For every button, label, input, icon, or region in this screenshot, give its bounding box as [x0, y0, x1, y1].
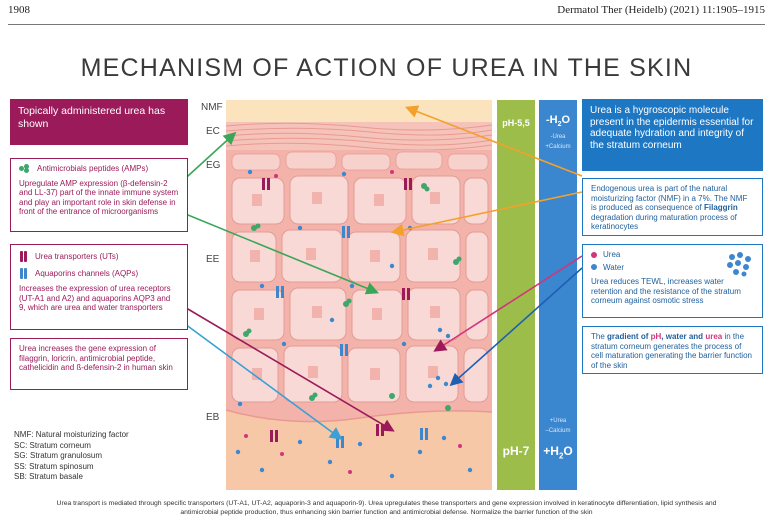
- amp-label: Antimicrobials peptides (AMPs): [37, 164, 149, 173]
- layer-label-nmf: NMF: [201, 102, 223, 113]
- arrow-nmf-top: [405, 105, 583, 177]
- aqp-label: Aquaporins channels (AQPs): [35, 268, 139, 278]
- tewl-description: Urea reduces TEWL, increases water reten…: [591, 277, 741, 306]
- layer-label-ec: EC: [206, 126, 220, 137]
- ut-description: Increases the expression of urea recepto…: [19, 284, 171, 313]
- page-number: 1908: [8, 4, 30, 16]
- transporters-box: Urea transporters (UTs) Aquaporins chann…: [10, 244, 188, 330]
- layer-label-ee: EE: [206, 254, 220, 265]
- figure-caption: Urea transport is mediated through speci…: [56, 500, 717, 516]
- water-gradient-band: [539, 100, 577, 490]
- nmf-box: Endogenous urea is part of the natural m…: [582, 178, 763, 236]
- ph-gradient-band: [497, 100, 535, 490]
- ph-term: pH: [650, 332, 662, 341]
- gene-expression-box: Urea increases the gene expression of fi…: [10, 338, 188, 390]
- header-rule: [8, 24, 765, 25]
- arrow-aqp: [165, 309, 343, 440]
- aquaporin-channel-icon: [19, 267, 29, 280]
- water-top-calcium: +Calcium: [545, 144, 571, 150]
- urea-term: urea: [705, 332, 723, 341]
- ph-top-label: pH-5,5: [502, 118, 530, 128]
- stratum-corneum: [226, 122, 492, 150]
- urea-legend-label: Urea: [603, 250, 621, 259]
- abbreviation-legend: NMF: Natural moisturizing factor SC: Str…: [14, 430, 129, 483]
- ut-label: Urea transporters (UTs): [35, 251, 119, 261]
- journal-reference: Dermatol Ther (Heidelb) (2021) 11:1905–1…: [557, 4, 765, 16]
- arrow-ut: [165, 295, 395, 432]
- legend-item: NMF: Natural moisturizing factor: [14, 430, 129, 439]
- amp-box: Antimicrobials peptides (AMPs) Upregulat…: [10, 158, 188, 232]
- dermis-band: [226, 410, 492, 490]
- arrow-amp-ee: [165, 205, 379, 295]
- legend-item: SS: Stratum spinosum: [14, 461, 94, 471]
- water-dot-icon: [591, 264, 597, 271]
- urea-transporter-icon: [19, 250, 29, 263]
- urea-dot-icon: [591, 251, 597, 258]
- arrow-water: [449, 267, 583, 387]
- water-legend-label: Water: [603, 262, 625, 272]
- water-top-label: -H2O: [545, 114, 571, 129]
- legend-item: SG: Stratum granulosum: [14, 451, 103, 460]
- topical-urea-box: Topically administered urea has shown: [10, 99, 188, 145]
- water-top-urea: -Urea: [550, 134, 566, 140]
- water-bottom-calcium: –Calcium: [545, 428, 571, 434]
- arrow-nmf-mid: [390, 191, 583, 237]
- water-bottom-urea: +Urea: [549, 418, 567, 424]
- amp-description: Upregulate AMP expression (β-defensin-2 …: [19, 178, 179, 217]
- tewl-box: Urea Water Urea reduces TEWL, increases …: [582, 244, 763, 318]
- keratinocyte-cells: [231, 175, 489, 403]
- water-cluster-icon: [727, 252, 751, 277]
- layer-label-eb: EB: [206, 412, 220, 423]
- water-bottom-label: +H2O: [543, 444, 573, 461]
- legend-item: SB: Stratum basale: [14, 472, 83, 481]
- gene-description: Urea increases the gene expression of fi…: [19, 344, 173, 373]
- arrow-urea: [433, 255, 583, 352]
- figure-title: MECHANISM OF ACTION OF UREA IN THE SKIN: [80, 54, 693, 82]
- amp-cluster-icon: [19, 164, 31, 174]
- layer-label-eg: EG: [206, 160, 221, 171]
- nmf-band: [226, 100, 492, 122]
- ph-bottom-label: pH-7: [502, 444, 530, 458]
- legend-item: SC: Stratum corneum: [14, 440, 91, 450]
- filaggrin-term: Filaggrin: [703, 203, 738, 213]
- hygroscopic-box: Urea is a hygroscopic molecule present i…: [582, 99, 763, 171]
- gradient-box: The gradient of pH, water and urea in th…: [582, 326, 763, 374]
